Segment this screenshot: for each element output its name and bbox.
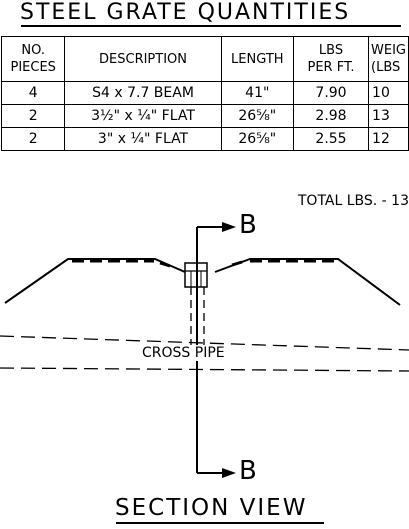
cell-weight: 13 <box>368 104 409 128</box>
cross-pipe-top <box>0 335 409 351</box>
cut-arrow-bottom-head <box>222 468 236 478</box>
cut-label-top: B <box>239 210 257 240</box>
total-lbs: TOTAL LBS. - 13 <box>297 193 409 209</box>
cell-lbs-per-ft: 7.90 <box>292 81 370 105</box>
pavement-dashes <box>72 259 334 268</box>
cell-description: 3" x ¼" FLAT <box>64 127 222 151</box>
cut-arrow-top-head <box>222 222 236 232</box>
header-pieces: NO.PIECES <box>0 36 66 82</box>
cross-pipe-bottom <box>0 367 409 372</box>
cell-weight: 10 <box>368 81 409 105</box>
cell-pieces: 4 <box>0 81 66 105</box>
cell-length: 26⅝" <box>220 127 294 151</box>
section-view-title: SECTION VIEW <box>115 495 308 521</box>
cell-pieces: 2 <box>0 127 66 151</box>
table-row: 2 3" x ¼" FLAT 26⅝" 2.55 12 <box>0 127 409 151</box>
header-weight: WEIG(LBS <box>368 36 409 82</box>
cross-pipe-label: CROSS PIPE <box>140 345 227 361</box>
cell-lbs-per-ft: 2.98 <box>292 104 370 128</box>
cell-lbs-per-ft: 2.55 <box>292 127 370 151</box>
cell-length: 41" <box>220 81 294 105</box>
cell-weight: 12 <box>368 127 409 151</box>
cell-description: S4 x 7.7 BEAM <box>64 81 222 105</box>
embankment-left-slope <box>4 258 186 304</box>
table-title: STEEL GRATE QUANTITIES <box>20 0 351 25</box>
cell-description: 3½" x ¼" FLAT <box>64 104 222 128</box>
table-title-underline <box>21 25 401 27</box>
cell-pieces: 2 <box>0 104 66 128</box>
cut-label-bottom: B <box>239 456 257 486</box>
table-row: 2 3½" x ¼" FLAT 26⅝" 2.98 13 <box>0 104 409 128</box>
section-drawing <box>0 222 409 478</box>
table-row: 4 S4 x 7.7 BEAM 41" 7.90 10 <box>0 81 409 105</box>
embankment-right-slope <box>214 258 401 306</box>
cell-length: 26⅝" <box>220 104 294 128</box>
header-length: LENGTH <box>220 36 294 82</box>
section-title-underline <box>116 522 324 524</box>
header-description: DESCRIPTION <box>64 36 222 82</box>
